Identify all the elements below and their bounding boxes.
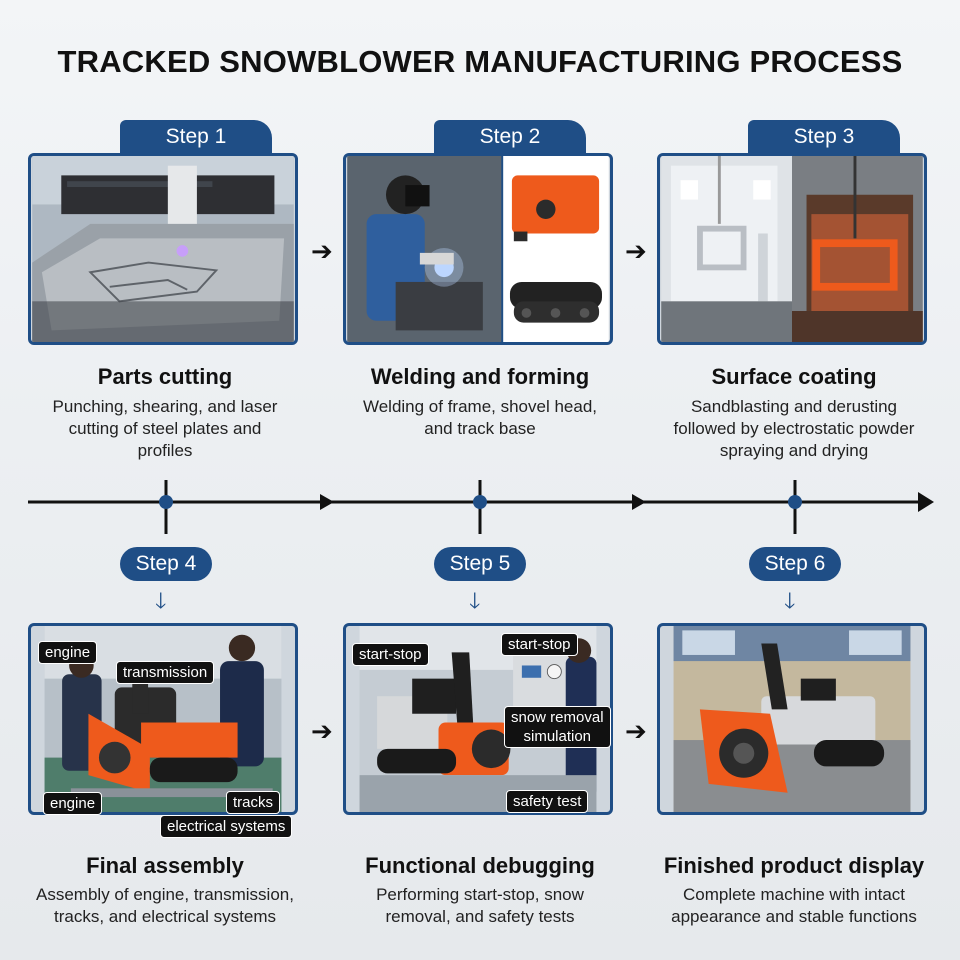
step-3-photo-coating	[657, 153, 927, 345]
laser-cutting-illustration	[32, 156, 294, 342]
timeline-arrowhead	[632, 494, 646, 510]
step-5-desc-line: removal, and safety tests	[385, 907, 575, 926]
step-6-desc-line: Complete machine with intact	[682, 885, 906, 904]
right-arrow-icon: ➔	[625, 236, 647, 266]
step-4-desc-line: Assembly of engine, transmission,	[36, 885, 294, 904]
step-4-label: Step 4	[120, 547, 212, 581]
step-1-desc-line: profiles	[137, 441, 193, 460]
down-arrow-icon: 🡓	[784, 588, 796, 613]
timeline-node	[473, 495, 487, 509]
step-5-label: Step 5	[434, 547, 526, 581]
coating-booth-illustration	[661, 156, 923, 342]
step-3-desc-line: followed by electrostatic powder	[673, 419, 915, 438]
annotation-tracks: tracks	[226, 791, 281, 814]
right-arrow-icon: ➔	[625, 716, 647, 746]
step-1-desc-line: cutting of steel plates and	[68, 419, 262, 438]
timeline-node	[788, 495, 802, 509]
step-3-label: Step 3	[748, 120, 900, 154]
step-4-title: Final assembly	[86, 853, 244, 878]
timeline-arrowhead	[918, 492, 934, 512]
finished-snowblower-illustration	[673, 626, 911, 812]
step-2-desc-line: Welding of frame, shovel head,	[362, 397, 598, 416]
annotation-engine: engine	[43, 792, 103, 815]
down-arrow-icon: 🡓	[469, 588, 481, 613]
step-2-label: Step 2	[434, 120, 586, 154]
step-5-desc-line: Performing start-stop, snow	[376, 885, 584, 904]
annotation-electrical-systems: electrical systems	[160, 815, 293, 838]
right-arrow-icon: ➔	[311, 716, 333, 746]
step-1-title: Parts cutting	[97, 364, 233, 389]
step-3-description: Sandblasting and derusting followed by e…	[644, 396, 944, 462]
step-1-desc-line: Punching, shearing, and laser	[52, 397, 278, 416]
process-timeline	[28, 480, 934, 534]
timeline-arrowhead	[320, 494, 334, 510]
step-1-label: Step 1	[120, 120, 272, 154]
annotation-start-stop: start-stop	[352, 643, 429, 666]
step-2-title: Welding and forming	[370, 364, 590, 389]
step-2-desc-line: and track base	[424, 419, 536, 438]
annotation-start-stop: start-stop	[501, 633, 578, 656]
step-3-title: Surface coating	[711, 364, 877, 389]
step-1-photo-laser-cutter	[28, 153, 298, 345]
step-5-title: Functional debugging	[365, 853, 595, 878]
step-6-desc-line: appearance and stable functions	[671, 907, 917, 926]
step-5-description: Performing start-stop, snow removal, and…	[330, 884, 630, 928]
step-4-description: Assembly of engine, transmission, tracks…	[15, 884, 315, 928]
step-6-title: Finished product display	[663, 853, 925, 878]
down-arrow-icon: 🡓	[155, 588, 167, 613]
page-title: TRACKED SNOWBLOWER MANUFACTURING PROCESS	[57, 44, 903, 79]
step-3-desc-line: Sandblasting and derusting	[690, 397, 898, 416]
annotation-transmission: transmission	[116, 661, 215, 684]
timeline-node	[159, 495, 173, 509]
step-6-label: Step 6	[749, 547, 841, 581]
step-6-photo-finished-product	[657, 623, 927, 815]
annotation-snow-removal-simulation: snow removal simulation	[504, 706, 611, 748]
right-arrow-icon: ➔	[311, 236, 333, 266]
annotation-engine: engine	[38, 641, 98, 664]
step-3-desc-line: spraying and drying	[719, 441, 869, 460]
step-2-photo-welding	[343, 153, 613, 345]
step-2-description: Welding of frame, shovel head, and track…	[330, 396, 630, 440]
step-4-desc-line: tracks, and electrical systems	[53, 907, 276, 926]
welding-illustration	[347, 156, 609, 342]
step-6-description: Complete machine with intact appearance …	[644, 884, 944, 928]
step-1-description: Punching, shearing, and laser cutting of…	[15, 396, 315, 462]
annotation-safety-test: safety test	[506, 790, 589, 813]
